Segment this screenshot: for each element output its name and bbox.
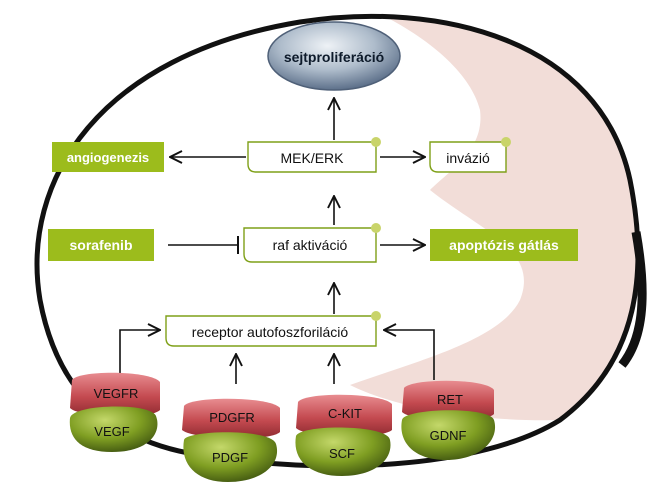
receptor-pdgfr: PDGFR [182,398,280,439]
angiogenesis-label: angiogenezis [67,150,149,165]
nucleus [267,21,401,91]
invasion-dot [501,137,511,147]
apoptosis-box: apoptózis gátlás [430,229,578,261]
receptor-ret-label: RET [437,392,463,407]
receptor-box: receptor autofoszforiláció [165,311,381,347]
receptor-label: receptor autofoszforiláció [192,324,349,340]
invasion-label: invázió [446,150,490,166]
mek-erk-dot [371,137,381,147]
sorafenib-label: sorafenib [69,237,132,253]
receptor-ckit: C-KIT [296,394,392,437]
raf-box: raf aktiváció [243,223,381,263]
ligand-pdgf-label: PDGF [212,450,248,465]
cytoplasm-region [350,16,638,421]
receptor-ret: RET [402,380,494,421]
membrane-thickening [618,231,647,368]
receptor-vegfr-label: VEGFR [94,386,139,401]
arrow-vegfr-to-receptor-box [119,330,160,380]
receptor-dot [371,311,381,321]
ligand-pdgf: PDGF [183,432,278,482]
receptor-ckit-label: C-KIT [328,406,362,421]
receptor-vegfr: VEGFR [70,372,160,417]
raf-label: raf aktiváció [273,237,348,253]
receptor-pdgfr-label: PDGFR [209,410,255,425]
inhibition-line [168,236,239,254]
angiogenesis-box: angiogenezis [52,142,164,172]
raf-dot [371,223,381,233]
ligand-vegf-label: VEGF [94,424,129,439]
arrow-ret-to-receptor-box [384,330,435,380]
invasion-box: invázió [429,137,511,173]
ligand-vegf: VEGF [69,406,158,452]
ligand-scf-label: SCF [329,446,355,461]
mek-erk-label: MEK/ERK [280,150,344,166]
mek-erk-box: MEK/ERK [247,137,381,173]
apoptosis-label: apoptózis gátlás [449,237,559,253]
ligand-scf: SCF [295,427,391,476]
ligand-gdnf-label: GDNF [430,428,467,443]
nucleus-label: sejtproliferáció [284,49,384,65]
ligand-gdnf: GDNF [401,410,496,460]
sorafenib-box: sorafenib [48,229,154,261]
